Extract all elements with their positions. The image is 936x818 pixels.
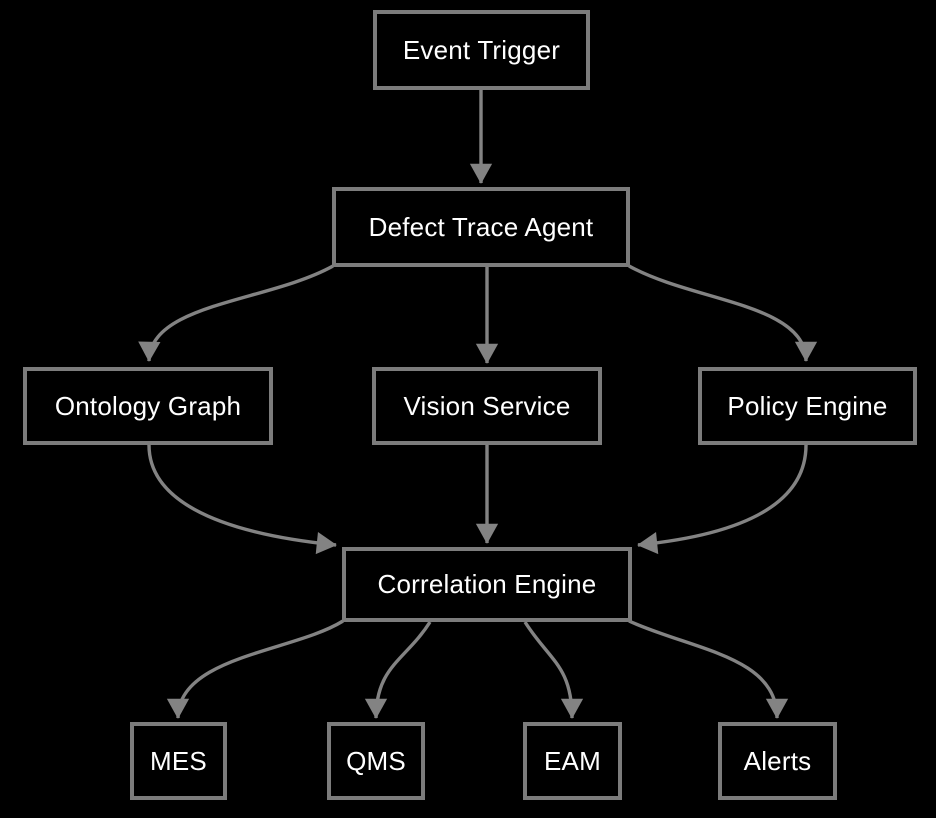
node-vision-service-label: Vision Service [403, 390, 571, 421]
node-event-trigger: Event Trigger [373, 10, 590, 90]
edge-correlation-engine-to-qms [364, 621, 432, 719]
edge-ontology-graph-to-correlation-engine [147, 444, 337, 555]
edge-policy-engine-to-correlation-engine [637, 444, 808, 555]
node-vision-service: Vision Service [372, 367, 602, 445]
node-correlation-engine: Correlation Engine [342, 547, 632, 622]
node-mes: MES [130, 722, 227, 800]
node-eam-label: EAM [544, 745, 601, 776]
node-policy-engine: Policy Engine [698, 367, 917, 445]
node-event-trigger-label: Event Trigger [402, 34, 561, 65]
node-policy-engine-label: Policy Engine [727, 390, 888, 421]
edge-correlation-engine-to-eam [523, 621, 584, 719]
node-correlation-engine-label: Correlation Engine [377, 569, 597, 599]
edge-correlation-engine-to-alerts [628, 619, 789, 719]
node-ontology-graph-label: Ontology Graph [54, 390, 242, 421]
node-defect-trace-agent: Defect Trace Agent [332, 187, 630, 267]
node-ontology-graph: Ontology Graph [23, 367, 273, 445]
node-qms-label: QMS [346, 745, 406, 776]
node-alerts-label: Alerts [743, 745, 812, 776]
node-alerts: Alerts [718, 722, 837, 800]
edge-defect-trace-agent-to-policy-engine [628, 264, 818, 362]
node-qms: QMS [327, 722, 425, 800]
edge-correlation-engine-to-mes [166, 619, 344, 719]
node-defect-trace-agent-label: Defect Trace Agent [368, 211, 594, 242]
node-eam: EAM [523, 722, 622, 800]
node-mes-label: MES [150, 745, 207, 776]
edge-defect-trace-agent-to-ontology-graph [138, 264, 334, 362]
